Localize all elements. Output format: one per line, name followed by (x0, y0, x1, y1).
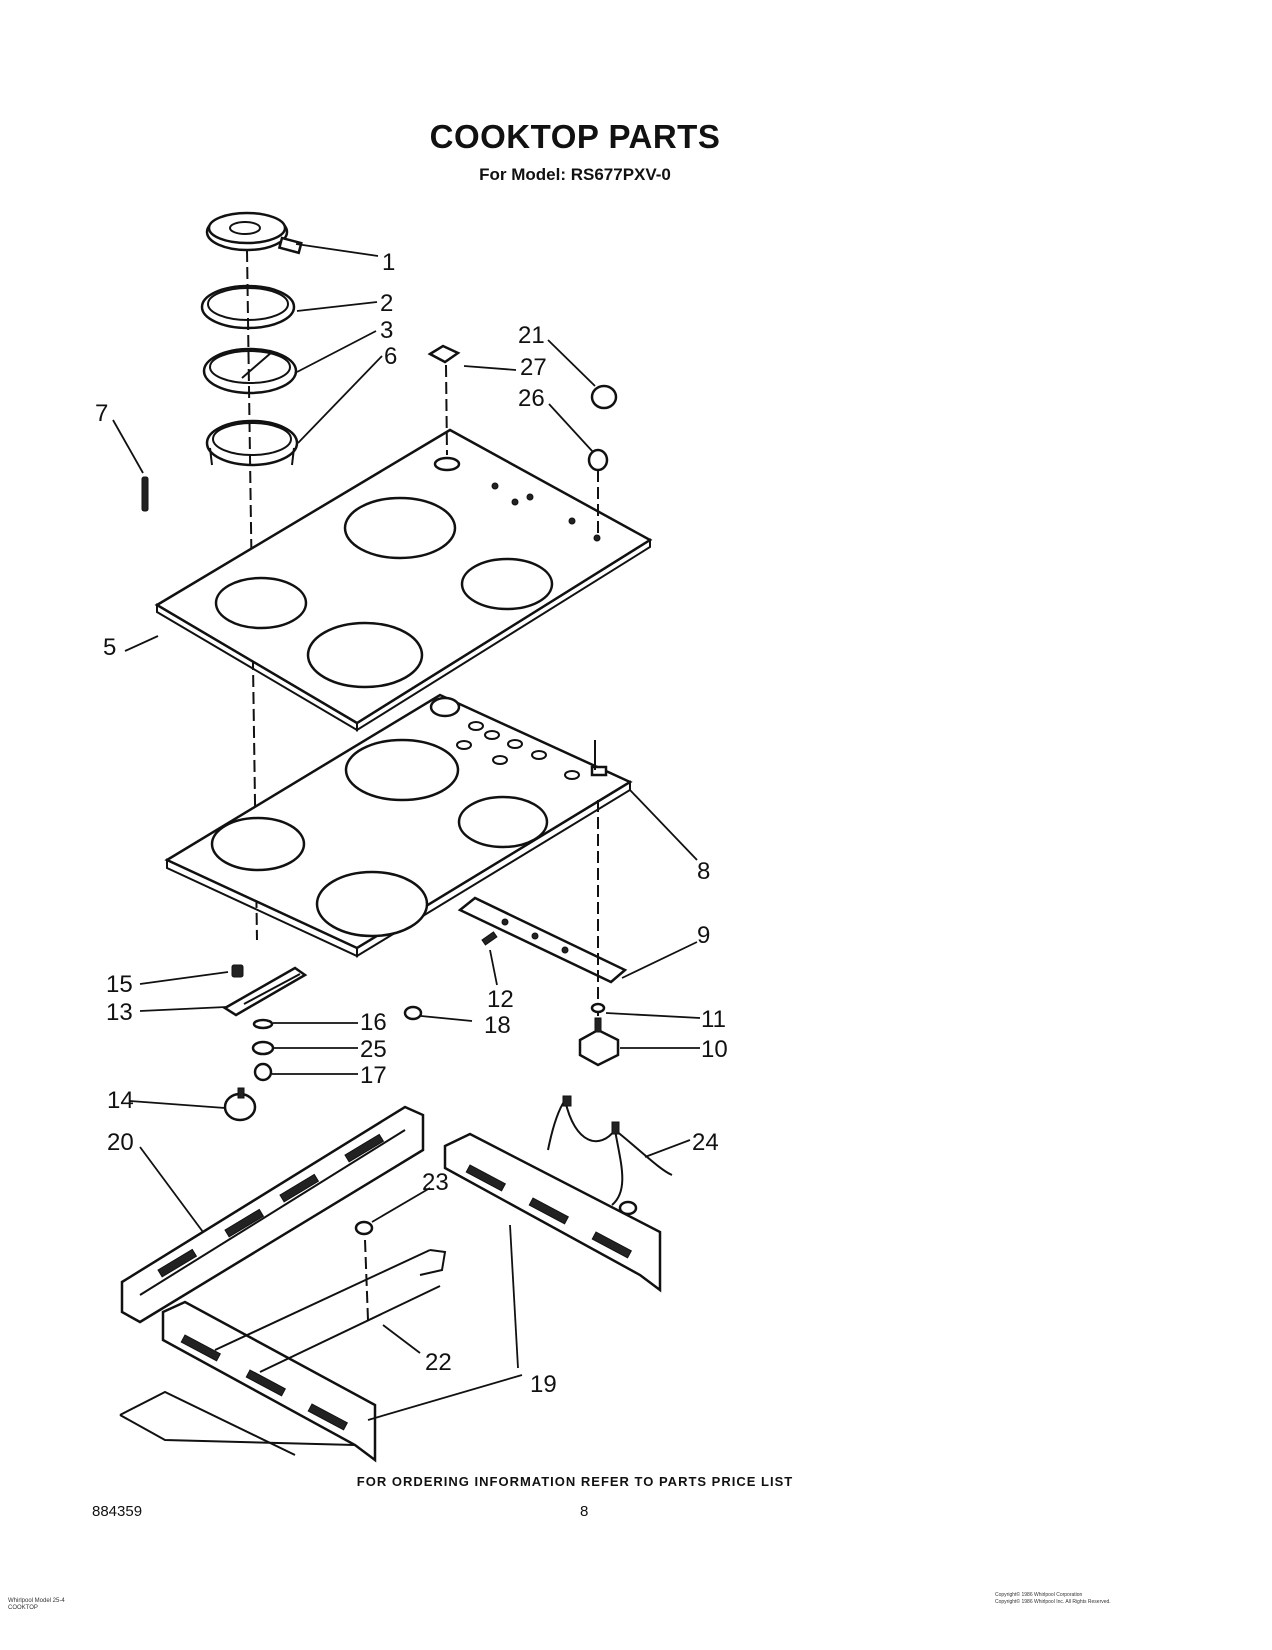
callout-24: 24 (692, 1129, 719, 1156)
callout-15: 15 (106, 971, 133, 998)
control-bracket (403, 800, 628, 1067)
copyright-line-1: Copyright© 1986 Whirlpool Corporation (995, 1592, 1083, 1598)
cooktop-hardware (427, 344, 618, 535)
callout-16: 16 (360, 1009, 387, 1036)
footer-left-line-2: COOKTOP (8, 1605, 38, 1611)
main-top-panel (164, 693, 633, 958)
ordering-note: FOR ORDERING INFORMATION REFER TO PARTS … (356, 1474, 794, 1489)
part-7-screw (141, 476, 149, 512)
callout-13: 13 (106, 999, 133, 1026)
callout-5: 5 (103, 634, 116, 661)
callout-27: 27 (520, 354, 547, 381)
callout-18: 18 (484, 1012, 511, 1039)
surface-element-assembly (200, 211, 303, 941)
document-number: 884359 (92, 1503, 143, 1520)
callout-11: 11 (701, 1006, 726, 1033)
callout-1: 1 (382, 249, 395, 276)
frame-channels (119, 1105, 662, 1463)
page-number: 8 (580, 1503, 589, 1520)
wire-harness (547, 1095, 673, 1216)
callout-7: 7 (95, 400, 108, 427)
callout-26: 26 (518, 385, 545, 412)
callout-8: 8 (697, 858, 710, 885)
callout-14: 14 (107, 1087, 134, 1114)
callout-22: 22 (425, 1349, 452, 1376)
callout-20: 20 (107, 1129, 134, 1156)
callout-12: 12 (487, 986, 514, 1013)
callout-25: 25 (360, 1036, 387, 1063)
callout-9: 9 (697, 922, 710, 949)
leader-lines (112, 243, 701, 1421)
callout-21: 21 (518, 322, 545, 349)
callout-3: 3 (380, 317, 393, 344)
callout-23: 23 (422, 1169, 449, 1196)
copyright-line-2: Copyright© 1986 Whirlpool Inc. All Right… (995, 1599, 1111, 1605)
callout-2: 2 (380, 290, 393, 317)
footer-left-line-1: Whirlpool Model 25-4 (8, 1598, 65, 1604)
footer-copyright: Copyright© 1986 Whirlpool Corporation Co… (995, 1592, 1111, 1606)
callout-labels: 1 2 3 6 7 5 21 27 26 8 9 12 18 11 10 15 … (95, 249, 728, 1398)
callout-6: 6 (384, 343, 397, 370)
callout-17: 17 (360, 1062, 387, 1089)
footer-left-note: Whirlpool Model 25-4 COOKTOP (8, 1598, 65, 1612)
switch-assembly (222, 964, 308, 1122)
cooktop-panel (154, 428, 653, 732)
page-title: COOKTOP PARTS (429, 118, 721, 155)
model-line: For Model: RS677PXV-0 (479, 165, 671, 184)
callout-19: 19 (530, 1371, 557, 1398)
callout-10: 10 (701, 1036, 728, 1063)
